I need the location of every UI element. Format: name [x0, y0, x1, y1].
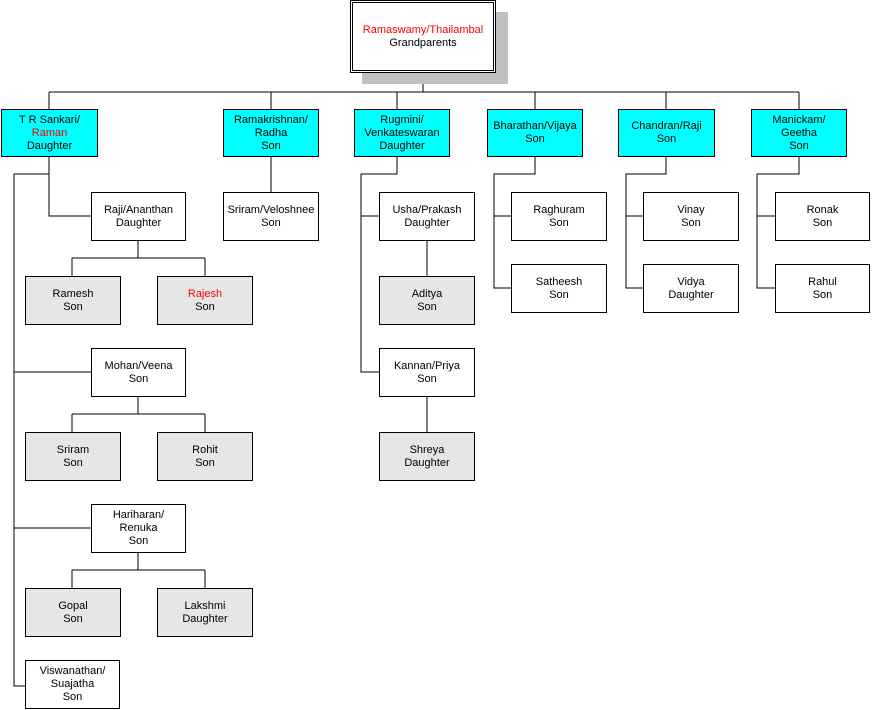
- node-relation: Son: [261, 216, 281, 229]
- child-name: Chandran/Raji: [631, 120, 702, 132]
- node-name: Rohit: [192, 443, 218, 456]
- child-node-ramakrishnan: Ramakrishnan/ Radha Son: [223, 109, 319, 157]
- node-satheesh: Satheesh Son: [511, 264, 607, 313]
- node-name: Mohan/Veena: [104, 359, 173, 372]
- node-ramesh: Ramesh Son: [25, 276, 121, 325]
- node-name: Shreya: [409, 443, 445, 456]
- node-relation: Son: [128, 372, 149, 385]
- node-rajesh: Rajesh Son: [157, 276, 253, 325]
- node-relation: Son: [195, 456, 215, 469]
- child-name: Ramakrishnan/: [234, 113, 308, 126]
- child-name-line2: Geetha: [780, 126, 818, 139]
- node-ronak: Ronak Son: [775, 192, 870, 241]
- child-relation: Son: [789, 139, 809, 152]
- root-name: Ramaswamy/Thailambal: [362, 23, 484, 36]
- node-name: Sriram/Veloshnee: [227, 203, 315, 216]
- node-relation: Son: [812, 216, 833, 229]
- child-node-rugmini: Rugmini/ Venkateswaran Daughter: [354, 109, 450, 157]
- child-node-chandran: Chandran/Raji Son: [618, 109, 715, 157]
- node-mohan-veena: Mohan/Veena Son: [91, 348, 186, 397]
- node-relation: Daughter: [404, 216, 450, 229]
- node-relation: Son: [549, 288, 569, 301]
- child-name: Rugmini/: [380, 113, 424, 126]
- node-relation: Son: [417, 372, 437, 385]
- node-relation: Son: [812, 288, 833, 301]
- child-relation: Daughter: [26, 139, 73, 152]
- node-name: Ramesh: [52, 287, 94, 300]
- child-node-bharathan: Bharathan/Vijaya Son: [487, 109, 583, 157]
- node-gopal: Gopal Son: [25, 588, 121, 637]
- node-raji-ananthan: Raji/Ananthan Daughter: [91, 192, 186, 241]
- child-name-line2: Venkateswaran: [364, 126, 440, 139]
- node-relation: Daughter: [115, 216, 162, 229]
- node-name: Raji/Ananthan: [103, 203, 174, 216]
- node-name: Ronak: [806, 203, 839, 216]
- node-name: Hariharan/: [112, 509, 165, 521]
- node-raghuram: Raghuram Son: [511, 192, 607, 241]
- node-usha-prakash: Usha/Prakash Daughter: [379, 192, 475, 241]
- node-relation: Son: [417, 300, 437, 313]
- node-name: Rahul: [808, 275, 837, 288]
- node-vinay: Vinay Son: [643, 192, 739, 241]
- node-name: Sriram: [56, 443, 90, 456]
- child-relation: Son: [261, 139, 281, 152]
- child-name-line2: Raman: [31, 126, 68, 139]
- node-relation: Son: [195, 300, 215, 313]
- node-name: Kannan/Priya: [393, 359, 461, 372]
- node-name: Satheesh: [535, 275, 583, 288]
- node-relation: Son: [63, 456, 83, 469]
- node-sriram-veloshnee: Sriram/Veloshnee Son: [223, 192, 319, 241]
- node-name: Gopal: [58, 599, 88, 612]
- node-name-line2: Suajatha: [50, 678, 95, 690]
- node-name: Rajesh: [187, 287, 223, 300]
- node-name: Lakshmi: [184, 599, 226, 612]
- child-name-line2: Radha: [254, 126, 288, 139]
- node-rahul: Rahul Son: [775, 264, 870, 313]
- node-hariharan-renuka: Hariharan/ Renuka Son: [91, 504, 186, 553]
- node-shreya: Shreya Daughter: [379, 432, 475, 481]
- node-name: Usha/Prakash: [392, 203, 462, 216]
- node-name: Raghuram: [533, 203, 585, 216]
- child-name: Manickam/: [772, 113, 826, 126]
- node-relation: Daughter: [404, 456, 450, 469]
- node-relation: Daughter: [668, 288, 714, 301]
- node-kannan-priya: Kannan/Priya Son: [379, 348, 475, 397]
- root-relation: Grandparents: [389, 36, 457, 49]
- node-relation: Son: [549, 216, 569, 229]
- node-sriram: Sriram Son: [25, 432, 121, 481]
- node-relation: Son: [63, 612, 83, 625]
- node-lakshmi: Lakshmi Daughter: [157, 588, 253, 637]
- node-aditya: Aditya Son: [379, 276, 475, 325]
- child-node-manickam: Manickam/ Geetha Son: [751, 109, 847, 157]
- node-name-line2: Renuka: [119, 522, 158, 534]
- node-name: Viswanathan/: [39, 665, 106, 677]
- node-name: Aditya: [411, 287, 443, 300]
- node-relation: Son: [63, 300, 83, 313]
- child-relation: Son: [656, 133, 677, 145]
- node-viswanathan-suajatha: Viswanathan/ Suajatha Son: [25, 660, 120, 709]
- root-node: Ramaswamy/Thailambal Grandparents: [350, 0, 496, 73]
- node-relation: Son: [62, 691, 83, 703]
- node-relation: Daughter: [182, 612, 228, 625]
- child-node-sankari: T R Sankari/ Raman Daughter: [1, 109, 98, 157]
- node-vidya: Vidya Daughter: [643, 264, 739, 313]
- child-relation: Son: [525, 133, 545, 145]
- node-relation: Son: [128, 535, 149, 547]
- child-name: Bharathan/Vijaya: [493, 120, 577, 132]
- node-rohit: Rohit Son: [157, 432, 253, 481]
- node-name: Vinay: [677, 203, 705, 216]
- child-name: T R Sankari/: [19, 113, 80, 126]
- node-relation: Son: [681, 216, 701, 229]
- child-relation: Daughter: [379, 139, 425, 152]
- node-name: Vidya: [677, 275, 705, 288]
